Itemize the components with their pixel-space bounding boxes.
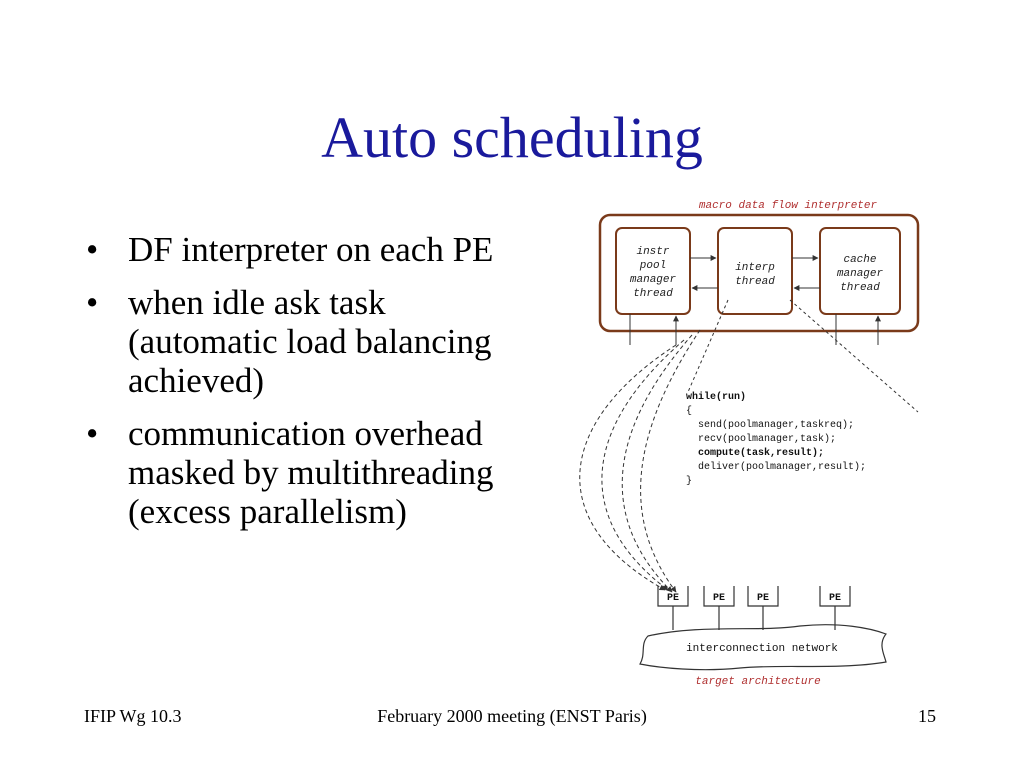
network-label: interconnection network [686, 643, 838, 655]
footer-right: 15 [918, 706, 936, 726]
bullet-text: DF interpreter on each PE [128, 230, 494, 269]
interp-label: interp [735, 262, 775, 274]
code-line: recv(poolmanager,task); [686, 433, 836, 445]
bullet-item: • when idle ask task (automatic load bala… [84, 283, 504, 400]
instr-pool-label: manager [630, 274, 677, 286]
instr-pool-thread-box [615, 227, 691, 315]
code-line: send(poolmanager,taskreq); [686, 419, 854, 431]
cache-thread-box [819, 227, 901, 315]
bullet-dot: • [86, 283, 99, 322]
bullet-item: • DF interpreter on each PE [84, 230, 504, 269]
bullet-dot: • [86, 230, 99, 269]
instr-pool-label: pool [639, 260, 666, 272]
code-line: while(run) [686, 391, 746, 403]
interpreter-box [598, 213, 920, 333]
instr-pool-label: instr [636, 246, 669, 258]
footer-left: IFIP Wg 10.3 [84, 706, 182, 726]
cache-label: manager [837, 268, 884, 280]
instr-pool-label: thread [633, 288, 673, 300]
code-line: { [686, 405, 692, 417]
architecture-diagram: macro data flow interpreter instr pool m… [579, 200, 920, 688]
architecture-caption: target architecture [695, 676, 820, 688]
pe-label: PE [829, 593, 841, 604]
bullet-list: • DF interpreter on each PE • when idle as… [84, 230, 504, 545]
interpreter-caption: macro data flow interpreter [699, 200, 878, 212]
bullet-text: communication overhead masked by multith… [128, 414, 494, 531]
footer-center: February 2000 meeting (ENST Paris) [377, 706, 647, 726]
bullet-text: when idle ask task (automatic load balan… [128, 283, 492, 400]
code-line: deliver(poolmanager,result); [686, 461, 866, 473]
code-line: } [686, 475, 692, 487]
slide-title: Auto scheduling [321, 105, 703, 170]
interp-thread-box [717, 227, 793, 315]
bullet-dot: • [86, 414, 99, 453]
cache-label: cache [843, 254, 876, 266]
network-cloud [639, 624, 887, 671]
interp-label: thread [735, 276, 775, 288]
cache-label: thread [840, 282, 880, 294]
bullet-item: • communication overhead masked by multit… [84, 414, 504, 531]
code-line: compute(task,result); [686, 447, 824, 459]
pe-label: PE [667, 593, 679, 604]
pe-label: PE [713, 593, 725, 604]
pe-label: PE [757, 593, 769, 604]
